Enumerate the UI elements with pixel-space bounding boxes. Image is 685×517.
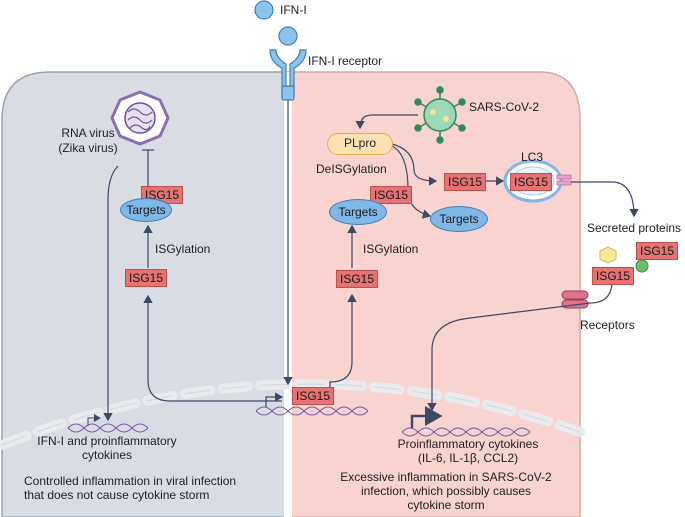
dna-center (255, 406, 369, 416)
sars-cov-2-shape (414, 86, 466, 144)
isgylation-left-label: ISGylation (155, 242, 211, 256)
right-genes-label-2: (IL-6, IL-1β, CCL2) (417, 451, 519, 465)
right-note-3: cytokine storm (407, 498, 485, 512)
right-note-2: infection, which possibly causes (360, 484, 532, 498)
isg15-right-free: ISG15 (336, 270, 379, 288)
left-note-2: that does not cause cytokine storm (24, 488, 210, 502)
isg15-left-free: ISG15 (125, 269, 168, 287)
isg15-gene: ISG15 (292, 387, 335, 405)
secreted-circle (635, 259, 649, 273)
plpro-node: PLpro (327, 133, 393, 155)
deisgylation-label: DeISGylation (316, 162, 387, 176)
left-note-1: Controlled inflammation in viral infecti… (24, 474, 237, 488)
isg15-secreted-top: ISG15 (636, 242, 679, 260)
targets-left: Targets (120, 198, 172, 222)
dna-left (67, 423, 149, 433)
isg15-deisgylated: ISG15 (444, 173, 487, 191)
rna-virus-label: RNA virus (61, 126, 115, 140)
ifn-receptor-shape (269, 49, 307, 101)
left-genes-label-1: IFN-I and proinflammatory (37, 434, 177, 448)
ifn-label: IFN-I (280, 3, 307, 17)
right-genes-label-1: Proinflammatory cytokines (397, 437, 539, 451)
ifn-ligand (254, 0, 274, 20)
receptor-ligand (278, 26, 298, 46)
isg15-secreted-bottom: ISG15 (592, 267, 635, 285)
isg15-lc3: ISG15 (510, 173, 553, 191)
ifn-receptor-label: IFN-I receptor (308, 54, 383, 68)
targets-right-conjugated: Targets (329, 199, 387, 225)
targets-right-free: Targets (430, 206, 488, 232)
secreted-proteins-label: Secreted proteins (587, 221, 682, 235)
secreted-hexagon (599, 246, 617, 264)
dna-right (401, 427, 531, 437)
lc3-label: LC3 (521, 150, 544, 164)
sars-cov-2-label: SARS-CoV-2 (469, 100, 540, 114)
left-cell (1, 71, 286, 517)
isgylation-right-label: ISGylation (363, 242, 419, 256)
receptors-label: Receptors (580, 318, 635, 332)
left-genes-label-2: cytokines (81, 448, 133, 462)
zika-virus-label: (Zika virus) (58, 141, 118, 155)
right-note-1: Excessive inflammation in SARS-CoV-2 (340, 470, 552, 484)
isg15-right-conjugated: ISG15 (370, 186, 413, 204)
zika-virus-shape (110, 90, 170, 146)
